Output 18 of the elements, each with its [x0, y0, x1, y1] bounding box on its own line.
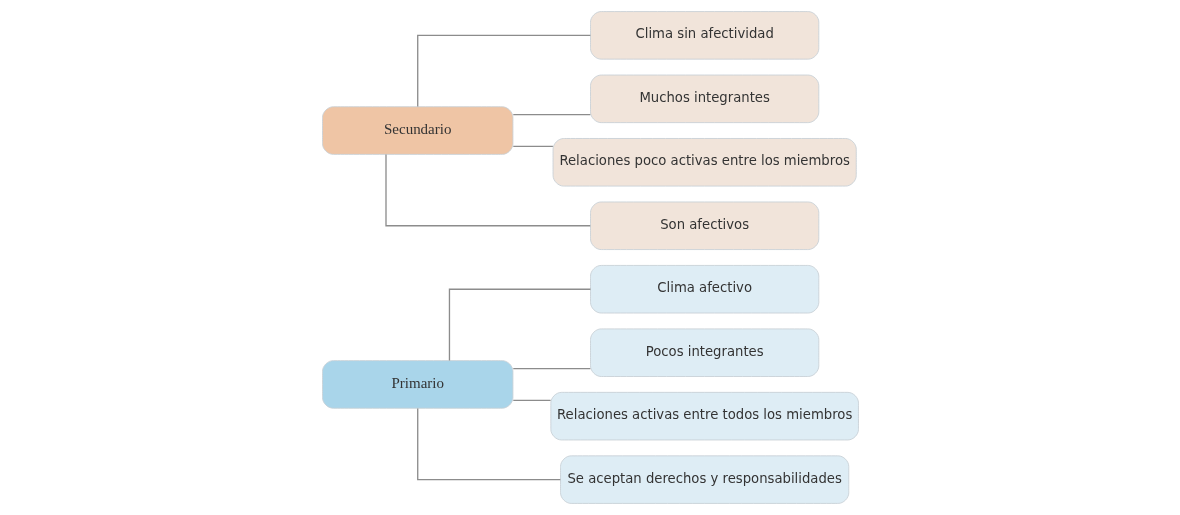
- connector: [512, 367, 591, 370]
- connector: [512, 114, 591, 116]
- node-box: Son afectivos: [589, 201, 819, 250]
- node-box: Secundario: [321, 106, 513, 155]
- node-box: Muchos integrantes: [589, 74, 819, 124]
- node-box: Pocos integrantes: [589, 328, 819, 377]
- node-box: Relaciones poco activas entre los miembros: [552, 138, 857, 187]
- connector: [416, 34, 591, 108]
- connector: [448, 288, 591, 362]
- connector: [512, 399, 551, 401]
- node-box: Relaciones activas entre todos los miembros: [549, 391, 859, 441]
- connector: [384, 153, 591, 227]
- node-box: Primario: [321, 360, 513, 409]
- connector: [512, 145, 554, 148]
- connector: [416, 407, 561, 481]
- node-box: Se aceptan derechos y responsabilidades: [559, 455, 849, 504]
- node-box: Clima afectivo: [589, 265, 819, 314]
- node-box: Clima sin afectividad: [589, 11, 819, 60]
